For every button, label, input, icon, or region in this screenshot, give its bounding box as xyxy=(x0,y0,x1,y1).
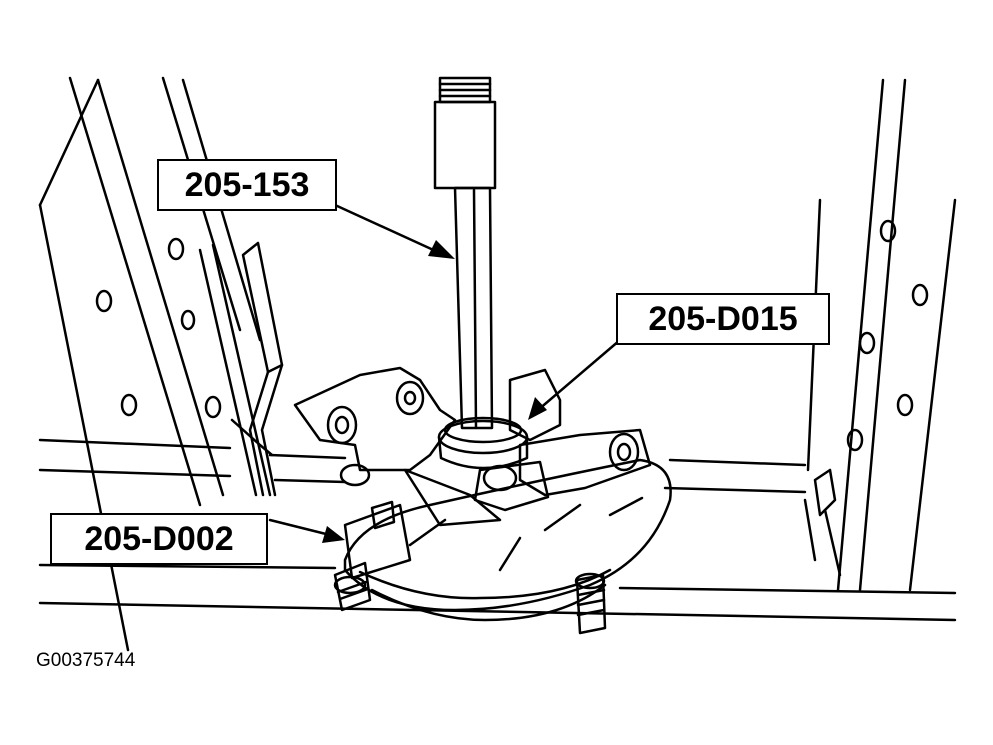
steering-knuckle xyxy=(293,366,652,527)
callout-tool-205-D002: 205-D002 xyxy=(50,513,268,565)
leader-205-D015 xyxy=(528,338,622,420)
bolt-back-left xyxy=(370,500,396,530)
figure-reference-id: G00375744 xyxy=(36,650,136,671)
bolt-left xyxy=(333,561,372,612)
leader-205-153 xyxy=(333,203,455,259)
hub-support-plate xyxy=(343,458,672,622)
bolt-right xyxy=(574,572,607,635)
callout-tool-205-D015: 205-D015 xyxy=(616,293,830,345)
adapter-cup xyxy=(437,416,529,470)
press-ram xyxy=(433,76,497,430)
lever-handle xyxy=(230,241,284,497)
callout-tool-205-153: 205-153 xyxy=(157,159,337,211)
press-bed xyxy=(38,438,957,622)
leader-205-D002 xyxy=(268,518,345,543)
